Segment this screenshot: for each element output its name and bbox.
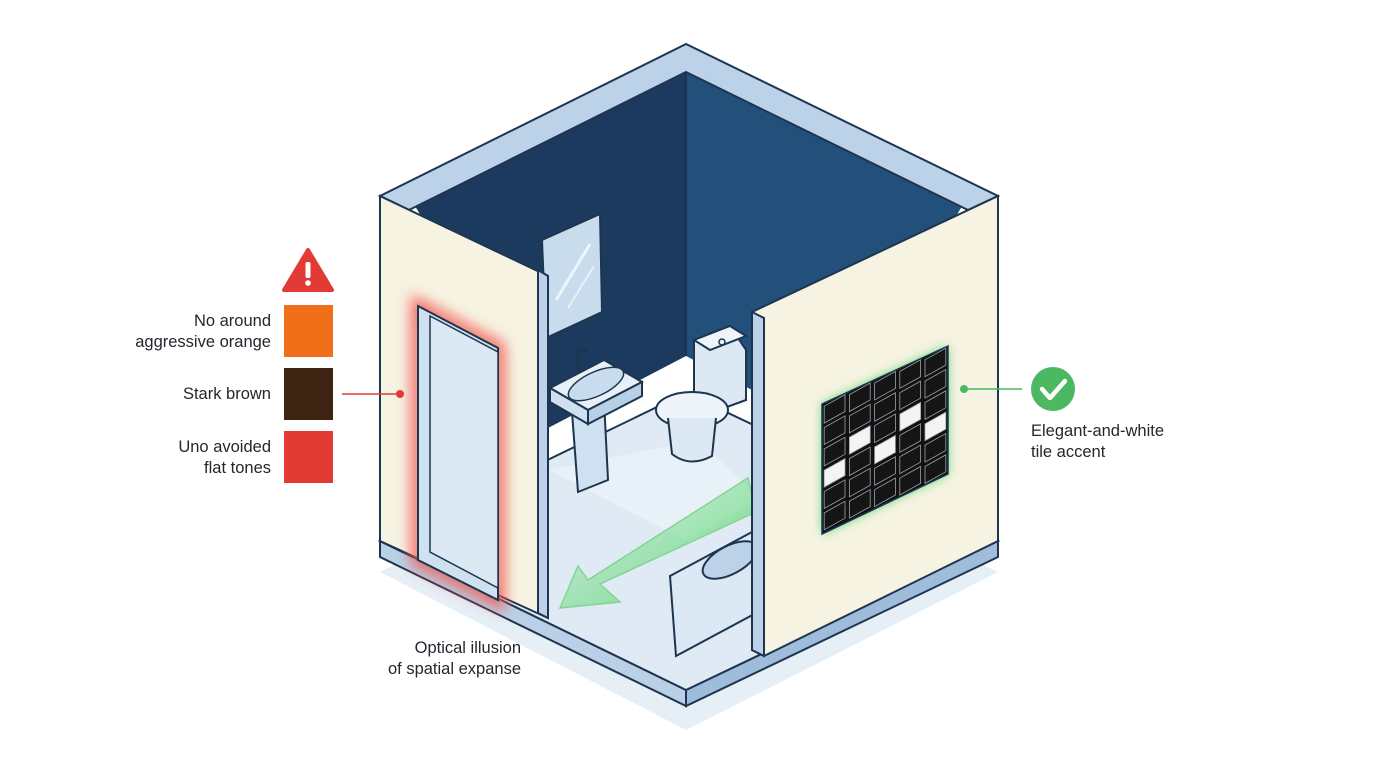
tile [874,434,896,465]
tile [823,457,846,488]
tile [823,500,846,531]
swatch-orange [284,305,333,357]
tile [924,347,947,378]
tile [849,382,871,413]
tile [924,454,947,485]
legend-connector-dot [396,390,404,398]
tile-connector-dot [960,385,968,393]
left-wall-edge [537,268,549,620]
tile [849,403,871,434]
tile [823,436,846,467]
tile [823,415,846,446]
tile [874,392,896,422]
tile [874,477,896,508]
tile [874,456,896,486]
tile [899,423,921,454]
tile [899,359,921,390]
tile [823,479,846,510]
tile [849,424,871,455]
tile [874,413,896,444]
sink [547,348,645,494]
tile [924,432,947,463]
tile [874,370,896,401]
tile [899,380,921,411]
spatial-expanse-arrow [558,476,757,609]
toilet [655,324,749,463]
swatch-red [284,431,333,483]
check-circle-icon [1031,367,1075,411]
tile [823,393,846,424]
right-wall-edge [751,310,765,658]
tile [899,401,921,432]
tile-accent-label: Elegant-and-white tile accent [1031,422,1164,461]
tile [899,444,921,475]
tile [849,488,871,519]
legend-label-orange: No around aggressive orange [135,312,271,351]
spatial-illusion-label: Optical illusion of spatial expanse [387,639,521,678]
tile [924,368,947,399]
tile [924,411,947,442]
swatch-brown [284,368,333,420]
legend-label-red: Uno avoided flat tones [178,438,271,477]
tile [924,390,947,421]
legend-label-brown: Stark brown [182,385,271,403]
warning-triangle-icon [282,248,334,292]
tile [849,446,871,477]
tile [849,467,871,498]
tile-grid [823,347,947,531]
tile [899,465,921,496]
